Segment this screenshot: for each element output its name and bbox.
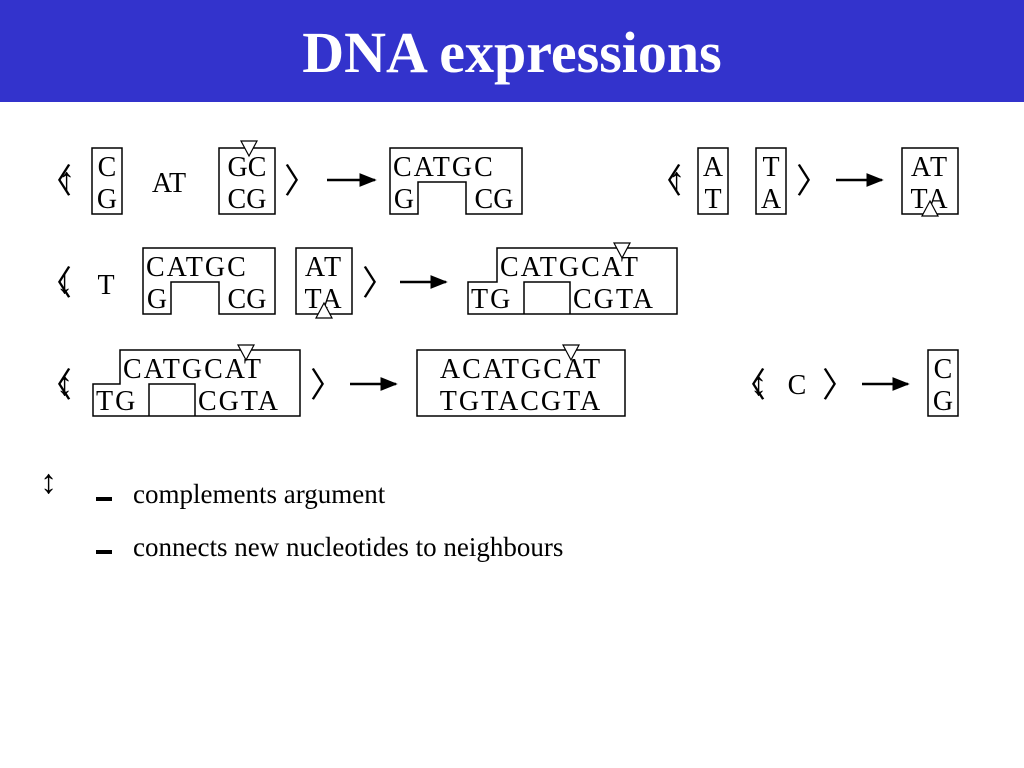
strand-cgta: CGTA xyxy=(198,386,280,417)
left-angle-bracket: 〈 xyxy=(38,266,72,303)
updown-operator-icon: ↕ xyxy=(750,366,767,403)
row1-expression-2: 〈 ↑ A T T A 〉 xyxy=(648,147,830,215)
strand-cg: CG xyxy=(228,184,267,215)
catgcat-gap xyxy=(148,383,196,416)
strand-g: G xyxy=(147,284,167,315)
result-gap xyxy=(523,281,571,314)
strand-g: G xyxy=(394,184,414,215)
left-angle-bracket: 〈 xyxy=(648,164,682,201)
strand-catgc: CATGC xyxy=(146,252,248,283)
row2-expression-1: 〈 ↓ T CATGC G CG AT TA 〉 xyxy=(38,247,396,319)
nucleotide-t: T xyxy=(762,152,779,183)
nucleotide-g: G xyxy=(933,386,953,417)
strand-acatgcat: ACATGCAT xyxy=(440,354,602,385)
nick-marker-icon xyxy=(921,199,939,217)
nucleotide-a: A xyxy=(703,152,724,183)
title-bar xyxy=(0,0,1024,102)
row3-result-1: ACATGCAT TGTACGTA xyxy=(416,344,626,417)
nucleotide-g: G xyxy=(97,184,117,215)
single-strand-c: C xyxy=(788,370,807,401)
down-operator-icon: ↓ xyxy=(56,264,73,301)
updown-operator-icon: ↕ xyxy=(56,366,73,403)
row1-result-2: AT TA xyxy=(901,147,959,217)
single-strand-at: AT xyxy=(152,168,186,199)
nick-marker-icon xyxy=(315,301,333,319)
right-angle-bracket: 〉 xyxy=(310,368,344,405)
nucleotide-c: C xyxy=(98,152,117,183)
result-outline-outer xyxy=(467,247,678,315)
legend-text: complements argument xyxy=(133,479,386,509)
strand-catgcat: CATGCAT xyxy=(123,354,263,385)
dash-bullet-icon xyxy=(96,497,112,501)
at-box xyxy=(697,147,729,215)
strand-catgc: CATGC xyxy=(393,152,495,183)
row3-expression-2: 〈 ↕ C 〉 xyxy=(732,366,856,405)
cg-box xyxy=(91,147,123,215)
up-operator-icon: ↑ xyxy=(668,162,685,199)
nucleotide-c: C xyxy=(934,354,953,385)
strand-tgtacgta: TGTACGTA xyxy=(440,386,602,417)
right-angle-bracket: 〉 xyxy=(284,164,318,201)
legend-text: connects new nucleotides to neighbours xyxy=(133,532,564,562)
nucleotide-a: A xyxy=(761,184,782,215)
strand-cgta: CGTA xyxy=(573,284,655,315)
strand-at: AT xyxy=(911,152,949,183)
right-angle-bracket: 〉 xyxy=(362,266,396,303)
ta-box xyxy=(755,147,787,215)
result-outline xyxy=(389,147,523,215)
left-angle-bracket: 〈 xyxy=(38,164,72,201)
row1-result-1: CATGC G CG xyxy=(389,147,523,215)
strand-catgcat: CATGCAT xyxy=(500,252,640,283)
single-strand-t: T xyxy=(97,270,114,301)
nick-marker-icon xyxy=(240,140,258,158)
slide-title: DNA expressions xyxy=(302,20,722,85)
nick-marker-icon xyxy=(237,344,255,362)
cg-box xyxy=(927,349,959,417)
nick-marker-icon xyxy=(562,344,580,362)
right-angle-bracket: 〉 xyxy=(796,164,830,201)
catgcat-box xyxy=(92,349,301,417)
row2-result-1: CATGCAT TG CGTA xyxy=(467,242,678,315)
strand-cg: CG xyxy=(228,284,267,315)
strand-gc: GC xyxy=(228,152,267,183)
nucleotide-t: T xyxy=(704,184,721,215)
nick-marker-icon xyxy=(613,242,631,260)
row3-result-2: C G xyxy=(927,349,959,417)
left-angle-bracket: 〈 xyxy=(38,368,72,405)
updown-operator-icon: ↕ xyxy=(40,464,57,501)
strand-tg: TG xyxy=(471,284,512,315)
strand-tg: TG xyxy=(96,386,137,417)
strand-cg: CG xyxy=(475,184,514,215)
strand-at: AT xyxy=(305,252,343,283)
row3-expression-1: 〈 ↕ CATGCAT TG CGTA 〉 xyxy=(38,344,344,417)
right-angle-bracket: 〉 xyxy=(822,368,856,405)
acatgcat-box xyxy=(416,349,626,417)
row1-expression-1: 〈 ↑ C G AT GC CG 〉 xyxy=(38,140,318,215)
left-angle-bracket: 〈 xyxy=(732,368,766,405)
up-operator-icon: ↑ xyxy=(58,162,75,199)
dash-bullet-icon xyxy=(96,550,112,554)
catgc-box xyxy=(142,247,276,315)
